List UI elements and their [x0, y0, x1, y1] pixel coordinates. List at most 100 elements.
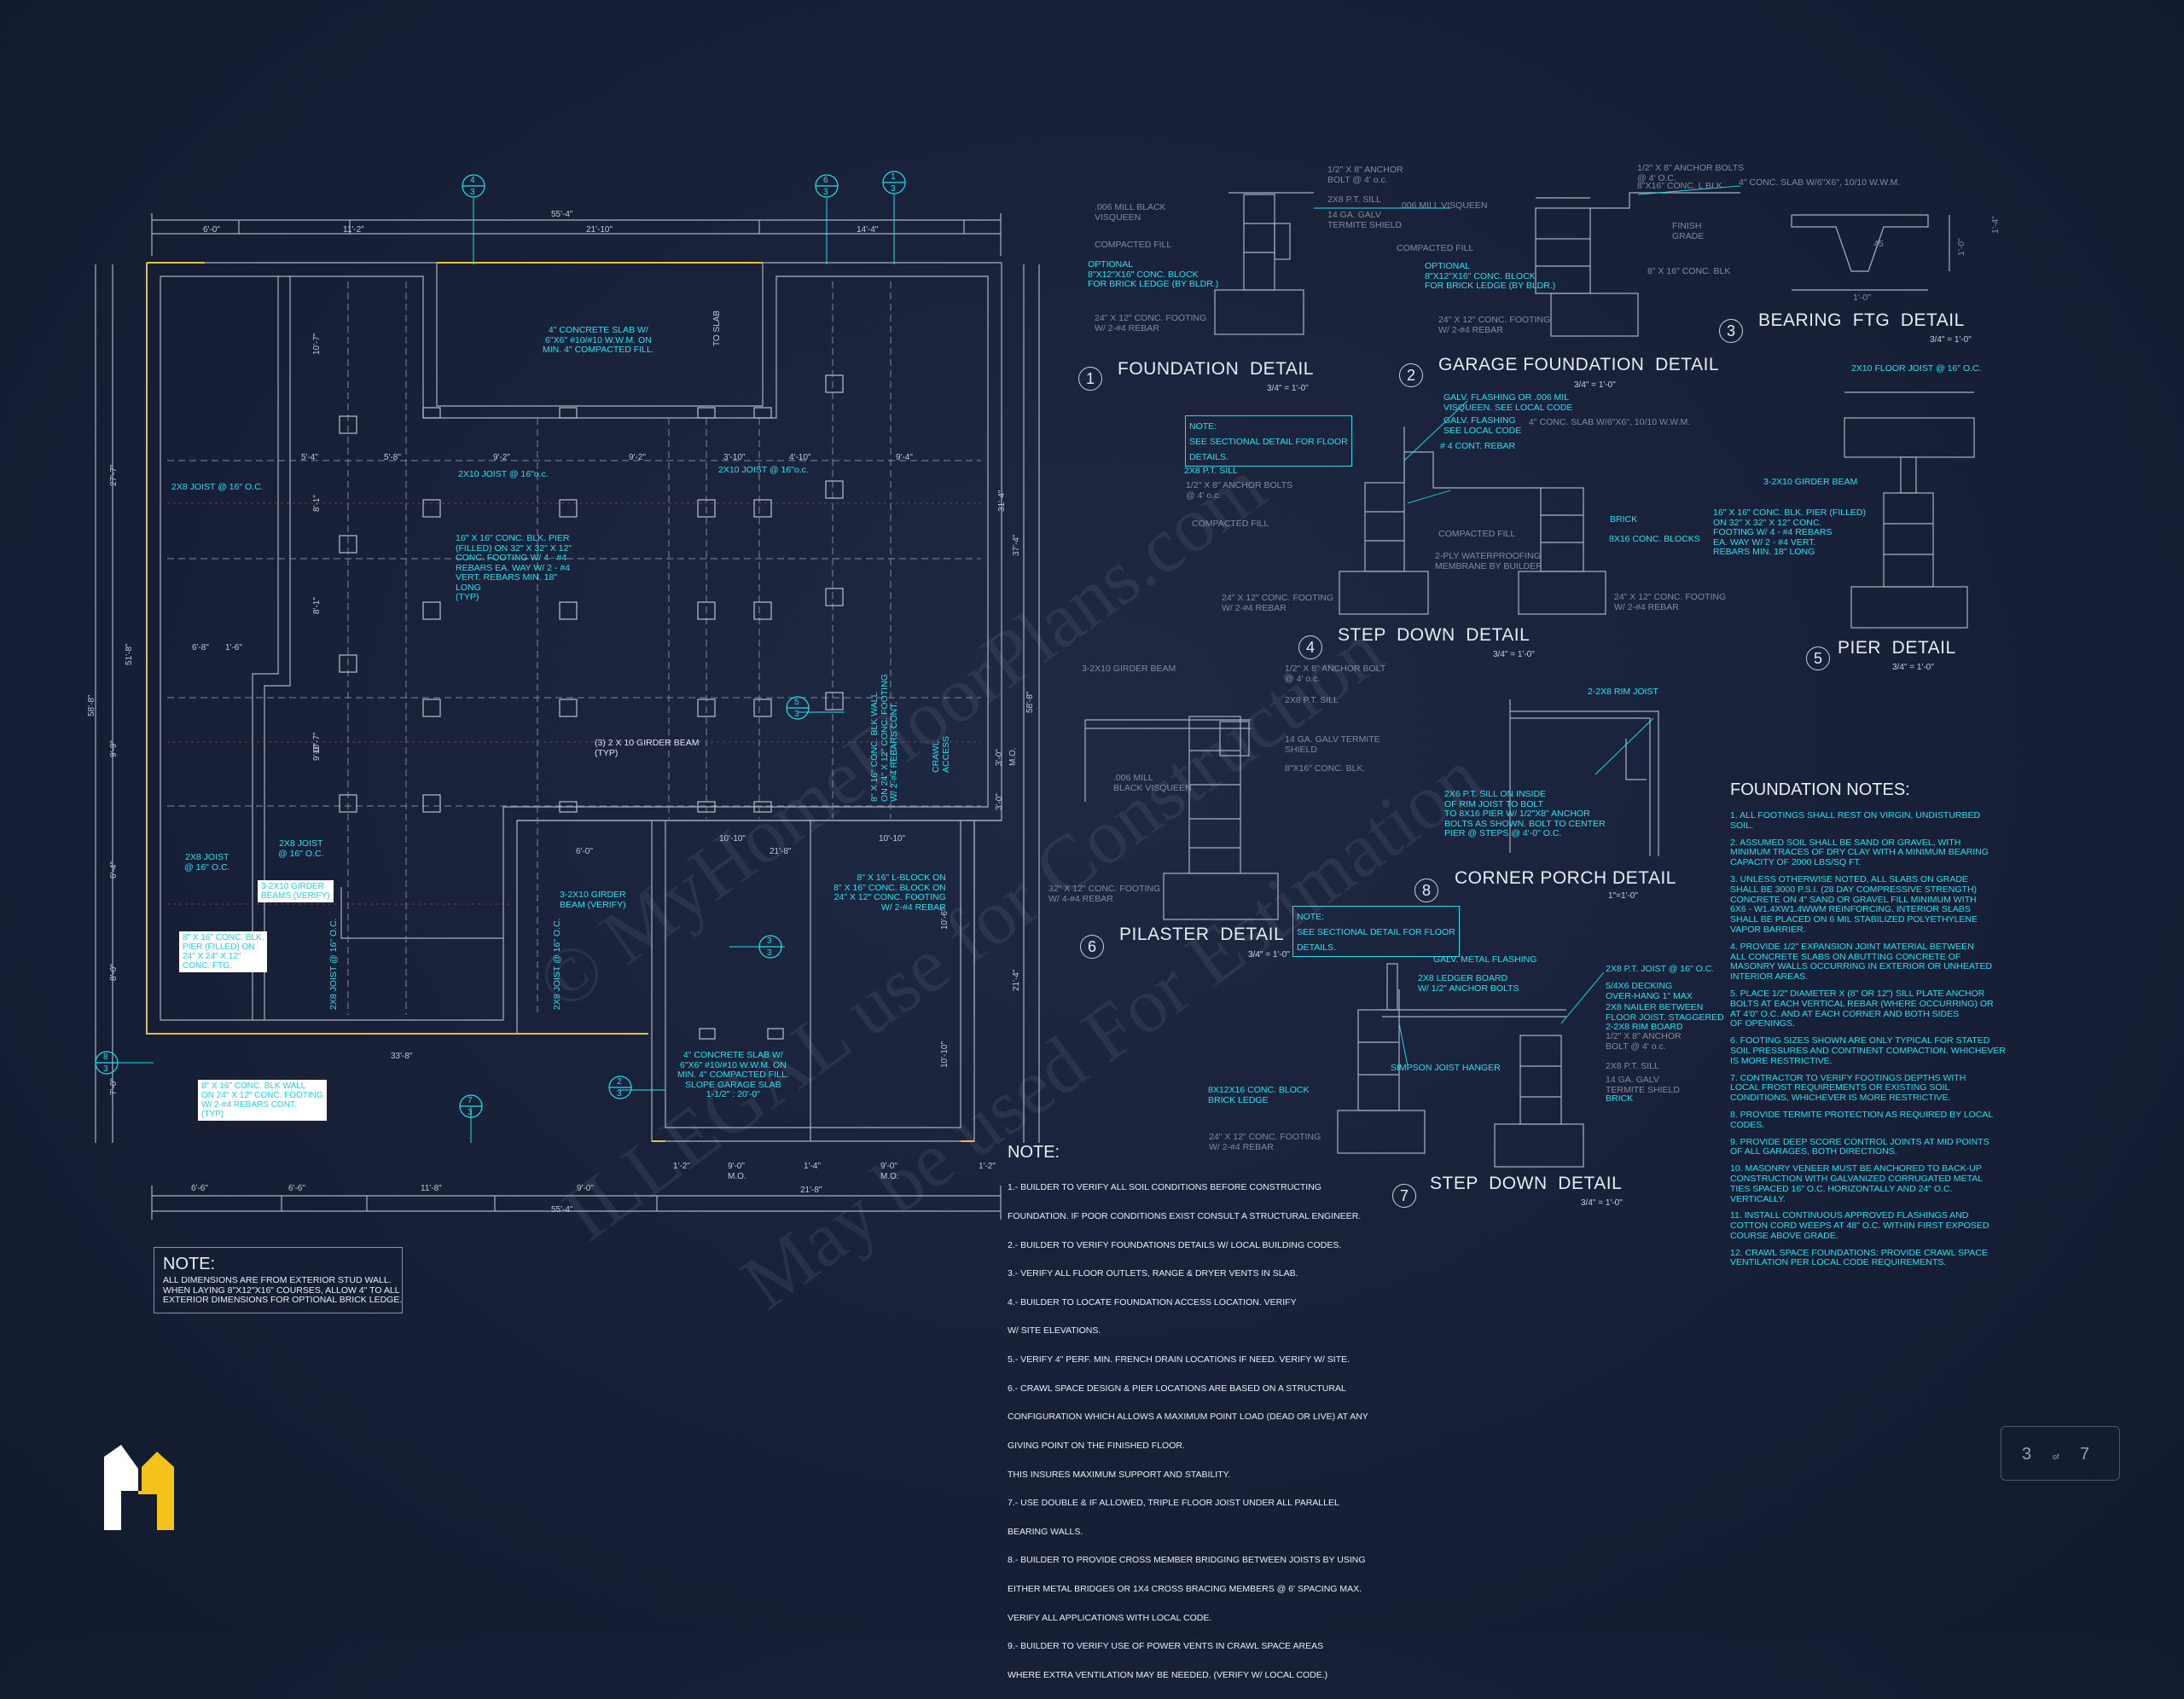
- d2-label: .006 MILL VISQUEEN: [1399, 200, 1488, 211]
- d4-label: 2-PLY WATERPROOFING MEMBRANE BY BUILDER: [1435, 551, 1542, 571]
- detail-scale-8: 1"=1'-0": [1608, 891, 1638, 901]
- foundation-note: 2. ASSUMED SOIL SHALL BE SAND OR GRAVEL,…: [1730, 837, 1989, 868]
- d5-label: 16" X 16" CONC. BLK. PIER (FILLED) ON 32…: [1713, 507, 1867, 557]
- detail-title-3: BEARING FTG DETAIL: [1758, 310, 1965, 330]
- dim-left: 58'-8": [87, 694, 96, 716]
- general-note-line: VERIFY ALL APPLICATIONS WITH LOCAL CODE.: [1008, 1612, 1212, 1623]
- dim-right: 10'-10": [940, 1041, 950, 1068]
- foundation-note: 10. MASONRY VENEER MUST BE ANCHORED TO B…: [1730, 1163, 1984, 1204]
- d5-label: 3-2X10 GIRDER BEAM: [1763, 477, 1858, 487]
- dim-mid: 1'-6": [225, 643, 242, 652]
- dim-row: 9'-2": [629, 453, 646, 462]
- foundation-note: 3. UNLESS OTHERWISE NOTED, ALL SLABS ON …: [1730, 873, 1978, 935]
- d4-label: GALV. FLASHING OR .006 MIL VISQUEEN. SEE…: [1443, 392, 1573, 413]
- d4-label: BRICK: [1610, 514, 1638, 525]
- dim-bottom: 9'-0": [880, 1162, 897, 1171]
- d4-label: # 4 CONT. REBAR: [1440, 441, 1516, 451]
- plan-label-joist: 2X8 JOIST @ 16" O.C.: [328, 918, 339, 1010]
- d8-label: 2X6 P.T. SILL ON INSIDE OF RIM JOIST TO …: [1444, 789, 1606, 838]
- general-note-line: GIVING POINT ON THE FINISHED FLOOR.: [1008, 1440, 1185, 1451]
- detail-number-3: 3: [1719, 319, 1743, 343]
- plan-note-box: NOTE: ALL DIMENSIONS ARE FROM EXTERIOR S…: [154, 1247, 403, 1313]
- plan-label-joist: 2X8 JOIST @ 16" O.C.: [278, 838, 324, 859]
- dim-left: 27'-7": [109, 464, 119, 486]
- general-note-line: 8.- BUILDER TO PROVIDE CROSS MEMBER BRID…: [1008, 1555, 1366, 1566]
- section-marker-8: 8: [103, 1052, 108, 1062]
- dim-left: 10'-7": [312, 732, 322, 754]
- d4-note: NOTE: SEE SECTIONAL DETAIL FOR FLOOR DET…: [1189, 421, 1348, 462]
- general-note-line: 4.- BUILDER TO LOCATE FOUNDATION ACCESS …: [1008, 1296, 1297, 1308]
- d7-note: NOTE: SEE SECTIONAL DETAIL FOR FLOOR DET…: [1297, 912, 1455, 953]
- foundation-note: 7. CONTRACTOR TO VERIFY FOOTINGS DEPTHS …: [1730, 1072, 1966, 1104]
- d1-label: OPTIONAL 8"X12"X16" CONC. BLOCK FOR BRIC…: [1088, 259, 1219, 289]
- d3-label: 1'-0": [1956, 238, 1966, 256]
- dim-bottom: 1'-2": [673, 1162, 690, 1171]
- page-current: 3: [2022, 1445, 2032, 1464]
- dim-bottom: 21'-8": [800, 1186, 822, 1195]
- d7-label: 5/4X6 DECKING: [1606, 981, 1673, 991]
- drawing-sheet: 55'-4" 6'-0" 11'-2" 21'-10" 14'-4" 5'-4"…: [87, 163, 2120, 1679]
- dim-bottom: 1'-4": [804, 1162, 821, 1171]
- dim-bottom: 11'-8": [421, 1184, 442, 1193]
- d1-label: 1/2" X 8" ANCHOR BOLT @ 4' o.c.: [1327, 165, 1403, 185]
- plan-label-joist: 2X8 JOIST @ 16" O.C.: [184, 852, 230, 873]
- section-marker-7: 7: [468, 1096, 473, 1105]
- d1-label: .006 MILL BLACK VISQUEEN: [1095, 202, 1166, 223]
- foundation-note: 5. PLACE 1/2" DIAMETER X (8" OR 12") SIL…: [1730, 988, 1994, 1029]
- general-note-line: 3.- VERIFY ALL FLOOR OUTLETS, RANGE & DR…: [1008, 1268, 1298, 1279]
- d4-label: COMPACTED FILL: [1438, 529, 1516, 539]
- section-marker-2: 2: [617, 1077, 622, 1087]
- section-marker-6-sheet: 3: [823, 188, 828, 197]
- dim-mid: 10'-10": [879, 834, 906, 844]
- d4-label: 1/2" X 8" ANCHOR BOLTS @ 4' o.c.: [1186, 480, 1293, 501]
- plan-label-joist: 2X10 JOIST @ 16"o.c.: [718, 465, 809, 475]
- d2-label: OPTIONAL 8"X12"X16" CONC. BLOCK FOR BRIC…: [1425, 261, 1556, 291]
- general-notes-heading: NOTE:: [1008, 1143, 1060, 1162]
- detail-title-2: GARAGE FOUNDATION DETAIL: [1438, 355, 1720, 374]
- foundation-note: 9. PROVIDE DEEP SCORE CONTROL JOINTS AT …: [1730, 1136, 1989, 1157]
- detail-title-7: STEP DOWN DETAIL: [1430, 1174, 1623, 1193]
- dim-mo: M.O.: [880, 1172, 899, 1181]
- detail-title-5: PIER DETAIL: [1838, 638, 1956, 658]
- section-marker-6: 6: [823, 176, 828, 185]
- section-marker-1: 1: [891, 172, 896, 182]
- plan-label-pier-box: 8" X 16" CONC. BLK. PIER (FILLED) ON 24"…: [179, 931, 268, 972]
- d3-label: 1'-0": [1853, 293, 1871, 303]
- d4-label: 4" CONC. SLAB W/6"X6", 10/10 W.W.M.: [1529, 417, 1691, 427]
- dim-left: 8'-0": [109, 964, 119, 981]
- plan-label-garage-slab: 4" CONCRETE SLAB W/ 6"X6" #10/#10 W.W.M.…: [677, 1050, 789, 1099]
- d7-label: SIMPSON JOIST HANGER: [1391, 1063, 1501, 1073]
- detail-title-4: STEP DOWN DETAIL: [1338, 625, 1531, 645]
- dim-top: 14'-4": [857, 225, 879, 235]
- d4-label: GALV. FLASHING SEE LOCAL CODE: [1443, 415, 1522, 436]
- detail-number-7: 7: [1392, 1184, 1416, 1208]
- dim-right: 3'-0": [995, 793, 1004, 810]
- section-marker-7-sheet: 3: [468, 1108, 473, 1117]
- dim-right: 3'-0": [995, 749, 1004, 766]
- d7-label: OVER-HANG 1" MAX: [1606, 991, 1693, 1001]
- dim-mo: M.O.: [728, 1172, 746, 1181]
- section-marker-4-sheet: 3: [470, 188, 475, 197]
- section-marker-5: 5: [794, 698, 799, 707]
- d8-label: 2-2X8 RIM JOIST: [1588, 687, 1658, 697]
- dim-row: 9'-4": [896, 453, 913, 462]
- d4-label: 24" X 12" CONC. FOOTING W/ 2-#4 REBAR: [1614, 592, 1727, 612]
- d4-label: 8X16 CONC. BLOCKS: [1609, 534, 1700, 544]
- house-h-logo-icon: [104, 1445, 174, 1530]
- plan-label-girder-verify: 3-2X10 GIRDER BEAM (VERIFY): [560, 890, 626, 910]
- d6-label: .006 MILL BLACK VISQUEEN: [1113, 773, 1192, 793]
- detail-title-6: PILASTER DETAIL: [1119, 925, 1285, 944]
- dim-mid: 21'-8": [770, 847, 792, 856]
- d6-label: 1/2" X 8" ANCHOR BOLT @ 4' o.c.: [1285, 664, 1386, 684]
- dim-mid: 6'-8": [192, 643, 209, 652]
- detail-title-1: FOUNDATION DETAIL: [1118, 359, 1314, 379]
- d7-label: 24" X 12" CONC. FOOTING W/ 2-#4 REBAR: [1209, 1132, 1321, 1152]
- general-note-line: BEARING WALLS.: [1008, 1526, 1083, 1537]
- d4-note-box: NOTE: SEE SECTIONAL DETAIL FOR FLOOR DET…: [1185, 415, 1352, 467]
- section-marker-4: 4: [470, 176, 475, 185]
- d7-label: BRICK: [1606, 1093, 1634, 1104]
- dim-right: 37'-4": [1012, 534, 1021, 556]
- foundation-note: 11. INSTALL CONTINUOUS APPROVED FLASHING…: [1730, 1210, 1989, 1241]
- d6-label: 2X8 P.T. SILL: [1285, 695, 1339, 705]
- general-note-line: 7.- USE DOUBLE & IF ALLOWED, TRIPLE FLOO…: [1008, 1498, 1339, 1509]
